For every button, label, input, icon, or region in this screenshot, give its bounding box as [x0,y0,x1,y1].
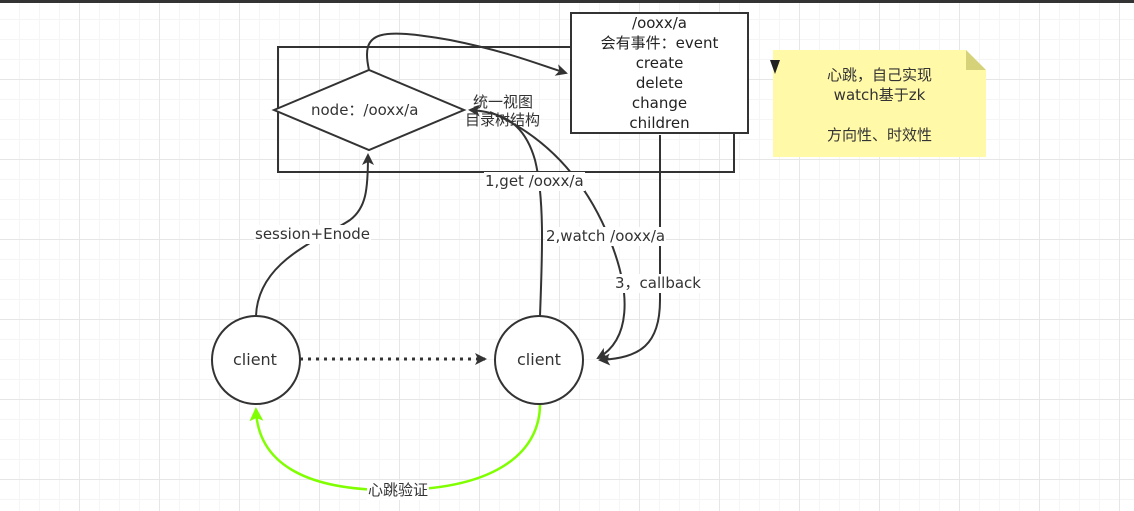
client-left-circle [211,315,301,405]
edge-node-to-event [366,32,568,76]
event-box-rect [570,12,749,134]
edge-session [255,153,374,317]
edge-callback-label: 3，callback [614,274,702,293]
node-diamond [271,68,467,152]
event-line-title: 会有事件：event [600,34,719,52]
client-right-label: client [517,350,561,369]
note-marker-icon [770,60,780,74]
event-line-create: create [635,54,684,72]
event-line-delete: delete [635,74,684,92]
view-label-line1: 统一视图 [473,93,534,111]
view-label-line2: 目录树结构 [465,111,541,129]
note-line2: watch基于zk [833,86,926,104]
client-left-label: client [233,350,277,369]
edge-heartbeat-label: 心跳验证 [367,481,430,500]
node-label: node：/ooxx/a [311,101,419,119]
event-line-change: change [631,94,688,112]
edge-session-label: session+Enode [254,225,372,244]
note-line3: 方向性、时效性 [826,126,932,144]
edge-watch-label: 2,watch /ooxx/a [545,227,667,246]
edge-get-label: 1,get /ooxx/a [484,172,585,191]
event-line-children: children [629,114,690,132]
edge-heartbeat [249,403,542,492]
note-box [773,50,986,157]
top-border-line [0,0,1134,3]
note-fold [966,50,986,70]
client-right-circle [494,315,584,405]
edge-callback [598,135,662,366]
note-line1: 心跳，自己实现 [826,66,932,84]
edge-get [468,104,544,317]
event-line-path: /ooxx/a [632,14,687,32]
